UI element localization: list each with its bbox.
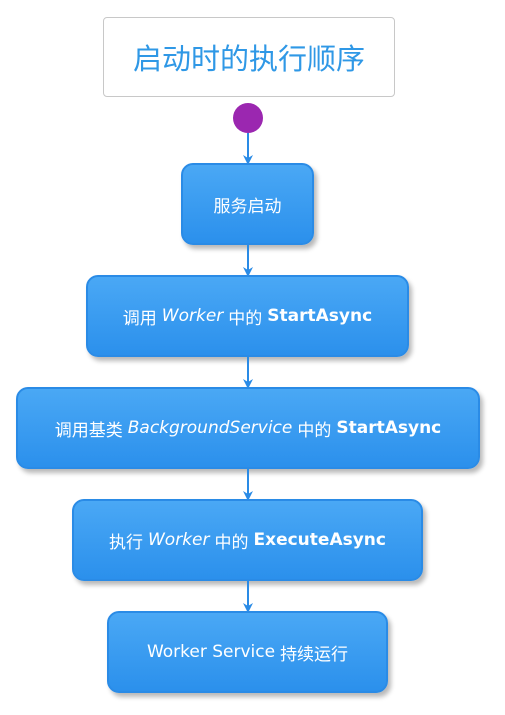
step-label-in: 中的 bbox=[214, 532, 249, 553]
step-label-method: StartAsync bbox=[336, 418, 442, 438]
step-label-method: StartAsync bbox=[267, 306, 373, 326]
step-label-prefix: 调用 bbox=[122, 308, 157, 329]
step-label-subject: Worker Service bbox=[146, 642, 276, 662]
diagram-title-box: 启动时的执行顺序 bbox=[103, 17, 395, 97]
step-label: 服务启动 bbox=[213, 196, 282, 217]
step-label-in: 中的 bbox=[228, 308, 263, 329]
step-label-in: 中的 bbox=[297, 420, 332, 441]
start-node bbox=[233, 103, 263, 133]
step-label-class: BackgroundService bbox=[127, 418, 293, 438]
diagram-title: 启动时的执行顺序 bbox=[132, 42, 365, 76]
step-service-start: 服务启动 bbox=[181, 163, 314, 245]
step-label-class: Worker bbox=[161, 306, 224, 326]
step-label-class: Worker bbox=[148, 530, 210, 550]
step-label-prefix: 执行 bbox=[109, 532, 143, 553]
step-label-action: 持续运行 bbox=[280, 644, 349, 665]
step-label-prefix: 调用基类 bbox=[54, 420, 123, 441]
step-label-method: ExecuteAsync bbox=[253, 530, 386, 550]
